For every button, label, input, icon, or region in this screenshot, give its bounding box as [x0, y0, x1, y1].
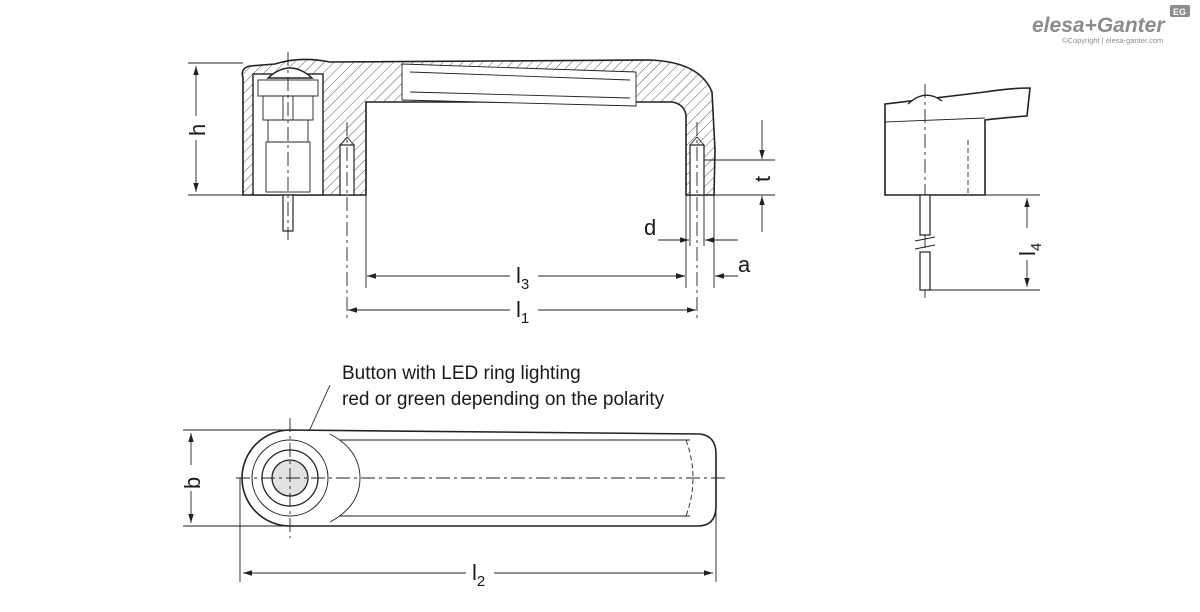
threaded-hole-left — [339, 144, 355, 196]
threaded-hole-right — [689, 144, 705, 196]
dim-l2-subscript: 2 — [477, 573, 485, 590]
side-pin-upper — [919, 194, 931, 236]
dimension-b: b — [180, 429, 290, 527]
grip-band — [401, 63, 637, 107]
brand-logo-text: elesa+Ganter — [1032, 14, 1166, 37]
dim-l4-subscript: 4 — [1028, 243, 1045, 251]
svg-text:l4: l4 — [1015, 243, 1045, 256]
dim-t-label: t — [750, 176, 775, 182]
dim-l4-label: l — [1015, 251, 1040, 256]
side-view — [884, 84, 1040, 300]
dim-l2-label: l — [472, 560, 477, 585]
dimension-t: t — [704, 120, 775, 232]
dimension-h: h — [185, 62, 243, 196]
dimension-d: d — [644, 195, 738, 246]
side-body — [884, 87, 1031, 196]
dimension-l2: l2 — [239, 478, 717, 590]
note-line-2: red or green depending on the polarity — [342, 389, 665, 410]
dim-l1-label: l — [516, 297, 521, 322]
svg-text:l3: l3 — [516, 263, 529, 293]
brand-copyright: ©Copyright | elesa-ganter.com — [1062, 36, 1163, 45]
dim-d-label: d — [644, 215, 656, 240]
note-line-1: Button with LED ring lighting — [342, 363, 581, 384]
dim-l1-subscript: 1 — [521, 310, 529, 327]
brand-logo: elesa+Ganter EG ©Copyright | elesa-gante… — [1032, 5, 1190, 45]
dim-b-label: b — [180, 477, 205, 489]
brand-badge: EG — [1173, 7, 1186, 17]
dimension-a: a — [660, 252, 751, 279]
svg-text:l2: l2 — [472, 560, 485, 590]
top-view — [236, 418, 726, 538]
top-button-ring-outer — [251, 439, 329, 517]
dimension-l4: l4 — [1015, 198, 1045, 287]
svg-text:l1: l1 — [516, 297, 529, 327]
front-section-view — [241, 52, 716, 318]
dim-a-label: a — [738, 252, 751, 277]
dimension-l1: l1 — [348, 296, 696, 327]
side-pin-lower — [919, 251, 931, 291]
dim-l3-subscript: 3 — [521, 276, 529, 293]
led-callout: Button with LED ring lighting red or gre… — [296, 363, 665, 459]
dim-l3-label: l — [516, 263, 521, 288]
dimension-l3: l3 — [367, 262, 685, 293]
dim-h-label: h — [185, 124, 210, 136]
button-cap — [266, 67, 314, 79]
brand-badge-box — [1170, 5, 1190, 17]
